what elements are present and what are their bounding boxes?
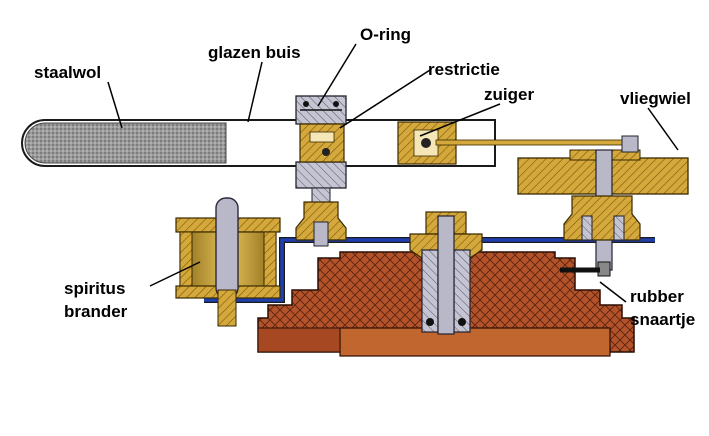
flywheel — [517, 135, 689, 277]
spirit-burner — [175, 197, 281, 327]
label-snaartje: snaartje — [630, 310, 695, 329]
label-vliegwiel: vliegwiel — [620, 89, 691, 108]
piston — [397, 121, 627, 165]
leader-lines — [107, 43, 679, 303]
restriction-block — [295, 95, 347, 247]
cylinder-mount — [409, 211, 483, 335]
label-zuiger: zuiger — [484, 85, 534, 104]
glass-tube — [21, 119, 496, 167]
label-brander: brander — [64, 302, 128, 321]
label-restrictie: restrictie — [428, 60, 500, 79]
steel-wool — [24, 122, 227, 164]
labels: staalwol glazen buis O-ring restrictie z… — [34, 25, 695, 329]
label-rubber: rubber — [630, 287, 684, 306]
label-o-ring: O-ring — [360, 25, 411, 44]
label-staalwol: staalwol — [34, 63, 101, 82]
label-glazen-buis: glazen buis — [208, 43, 301, 62]
label-spiritus: spiritus — [64, 279, 125, 298]
